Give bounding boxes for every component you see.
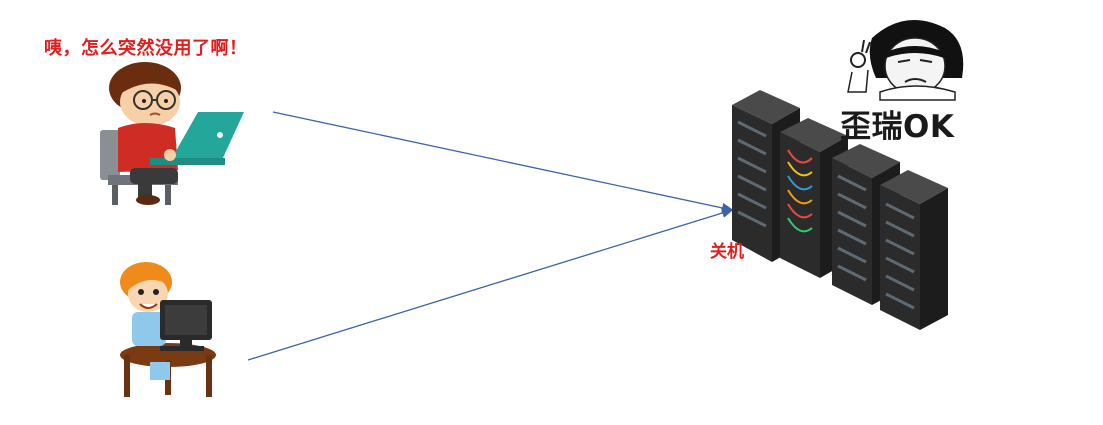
arrow-user2-to-server [247,208,734,361]
kid-computer-icon [120,262,216,397]
server-caption: 关机 [710,242,744,262]
confused-user-laptop-icon [100,62,244,205]
meme-caption: 歪瑞OK [840,109,955,145]
server-racks-icon [732,90,948,330]
arrow-user1-to-server [272,111,734,213]
user1-caption: 咦，怎么突然没用了啊！ [44,38,248,59]
meme-face-ok-icon [847,20,964,101]
